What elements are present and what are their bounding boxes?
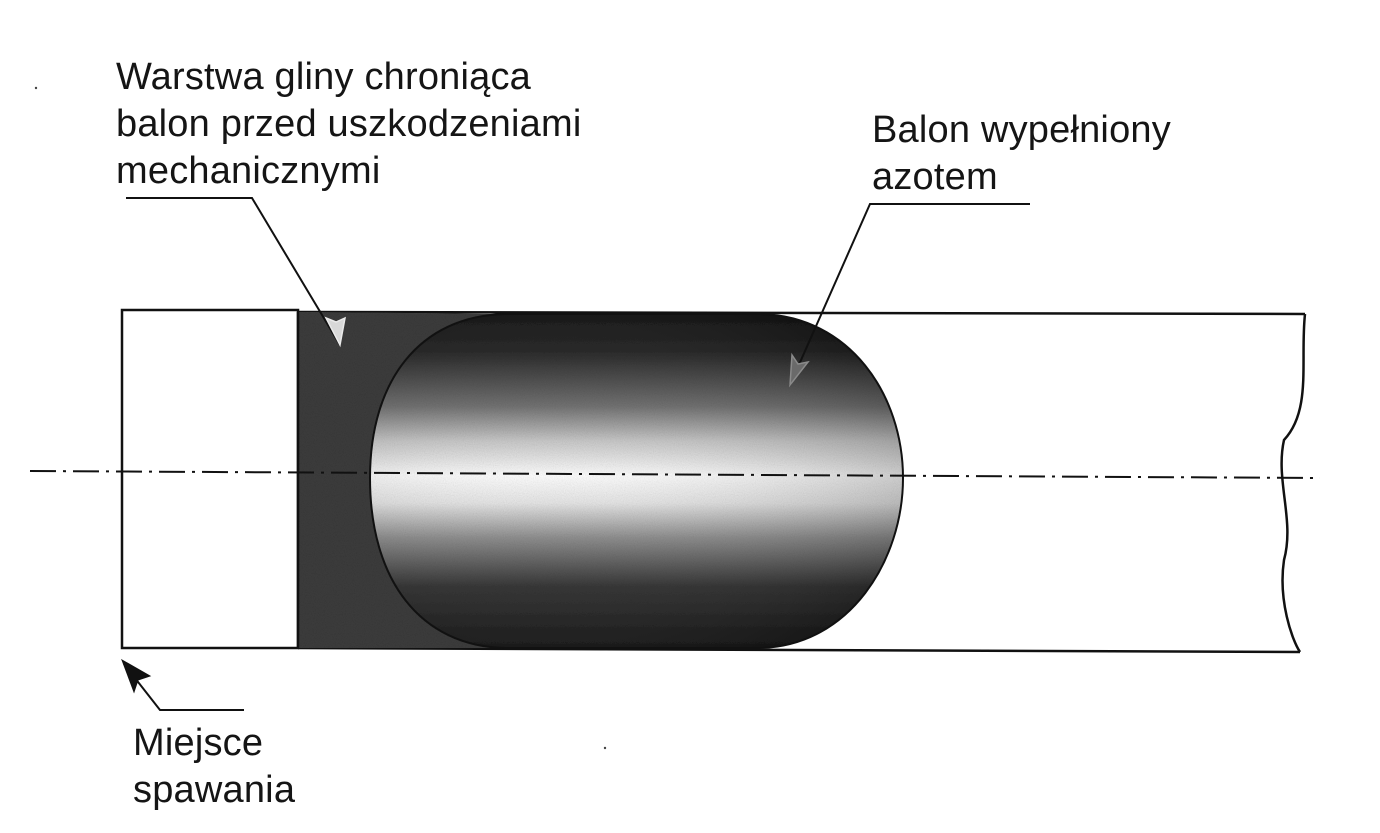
weld-site-label-line-1: Miejsce xyxy=(133,722,264,764)
pipe-top-edge xyxy=(297,310,1306,316)
balloon-leader-line xyxy=(789,203,1030,386)
clay-leader xyxy=(126,197,346,348)
clay-layer-label-line-3: mechanicznymi xyxy=(116,150,381,192)
nitrogen-balloon xyxy=(368,313,905,649)
clay-layer-fill xyxy=(298,312,505,648)
pipe-break-line xyxy=(1280,313,1307,653)
balloon-leader xyxy=(789,203,1030,388)
clay-leader-line xyxy=(126,197,341,346)
balloon-leader-arrow-icon xyxy=(789,352,810,388)
weld-site-label: Miejsce spawania xyxy=(133,720,295,814)
clay-layer-label-line-1: Warstwa gliny chroniąca xyxy=(116,56,532,98)
balloon-shade xyxy=(370,314,903,648)
center-axis-line xyxy=(29,470,1321,479)
clay-leader-arrow-icon xyxy=(324,316,346,348)
weld-leader-arrow-icon xyxy=(121,658,152,694)
nitrogen-balloon-label-line-1: Balon wypełniony xyxy=(872,109,1171,151)
balloon-outline xyxy=(368,313,905,649)
scan-speck xyxy=(34,86,38,90)
nitrogen-balloon-label: Balon wypełniony azotem xyxy=(872,107,1171,201)
pipe-body xyxy=(120,308,1307,654)
weld-site-label-line-2: spawania xyxy=(133,769,296,811)
nitrogen-balloon-label-line-2: azotem xyxy=(872,156,998,198)
clay-layer-label-line-2: balon przed uszkodzeniami xyxy=(116,103,582,145)
pipe-bottom-edge xyxy=(297,646,1301,654)
clay-layer xyxy=(296,312,505,648)
weld-leader xyxy=(121,658,244,711)
scan-speck xyxy=(603,746,607,750)
weld-end-segment xyxy=(120,308,300,650)
clay-layer-label: Warstwa gliny chroniąca balon przed uszk… xyxy=(116,54,582,195)
